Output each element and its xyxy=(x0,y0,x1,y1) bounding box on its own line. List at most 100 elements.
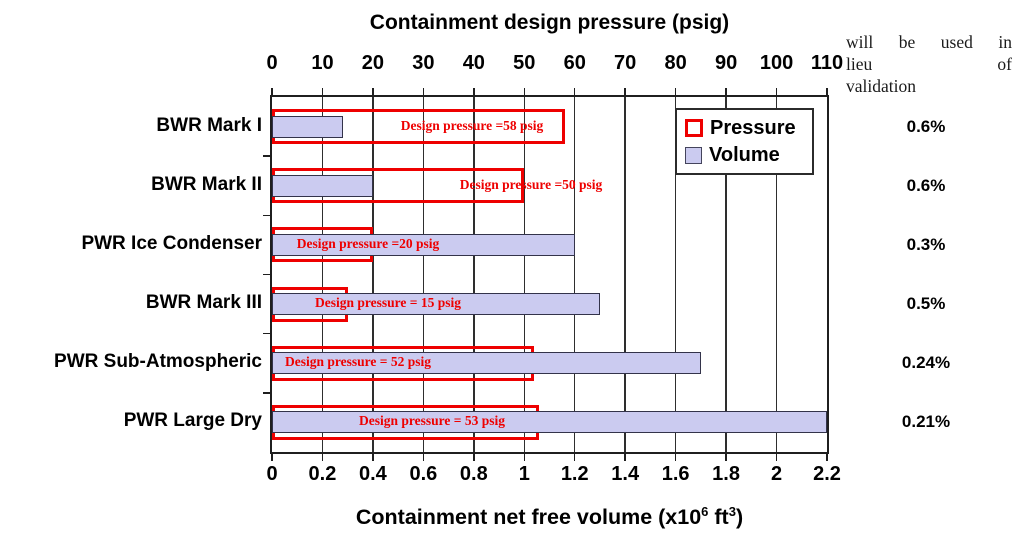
side-text-line: will be used in xyxy=(846,32,1012,52)
top-tick xyxy=(422,88,425,95)
top-tick xyxy=(775,88,778,95)
gridline xyxy=(372,97,374,452)
top-tick xyxy=(674,88,677,95)
left-tick xyxy=(263,332,270,335)
bottom-tick xyxy=(826,454,828,461)
bottom-axis-title-sup6: 6 xyxy=(701,503,709,519)
bottom-axis-tick: 1.2 xyxy=(560,463,589,485)
top-axis-title: Containment design pressure (psig) xyxy=(369,11,730,34)
design-pressure-label: Design pressure = 52 psig xyxy=(285,354,431,370)
pressure-swatch-icon xyxy=(685,118,703,137)
left-tick xyxy=(263,214,270,217)
left-tick xyxy=(263,273,270,276)
bottom-axis-title-text: ft xyxy=(708,505,729,529)
legend-label-volume: Volume xyxy=(709,144,780,167)
percentage-value: 0.6% xyxy=(906,116,946,136)
bottom-tick xyxy=(775,454,778,461)
top-tick xyxy=(321,88,324,95)
bottom-axis-tick: 1.8 xyxy=(712,463,740,485)
bottom-tick xyxy=(473,454,475,461)
bottom-axis-tick: 0.8 xyxy=(459,463,488,485)
gridline xyxy=(573,97,576,452)
side-text-line: lieu of xyxy=(846,54,1012,74)
bottom-axis-title-text: Containment net free volume (x10 xyxy=(355,505,702,529)
design-pressure-label: Design pressure =20 psig xyxy=(296,235,440,251)
percentage-value: 0.5% xyxy=(906,294,946,314)
bottom-axis-tick: 0 xyxy=(266,463,278,485)
category-label: BWR Mark I xyxy=(156,114,262,136)
bottom-tick xyxy=(573,454,576,461)
legend-label-pressure: Pressure xyxy=(710,116,796,139)
bottom-tick xyxy=(725,454,727,461)
design-pressure-label: Design pressure = 53 psig xyxy=(359,413,505,429)
percentage-value: 0.21% xyxy=(901,412,951,432)
top-tick xyxy=(473,88,475,95)
volume-swatch-icon xyxy=(685,146,702,164)
category-label: BWR Mark II xyxy=(151,173,262,195)
top-tick xyxy=(523,88,526,95)
top-tick xyxy=(624,88,626,95)
gridline xyxy=(674,97,677,452)
volume-bar xyxy=(272,411,827,434)
gridline xyxy=(422,97,425,452)
bottom-axis-title-text: ) xyxy=(735,505,744,529)
top-axis-tick: 50 xyxy=(513,52,536,74)
legend: Pressure Volume xyxy=(675,108,814,175)
volume-bar xyxy=(272,115,343,138)
top-tick xyxy=(826,88,828,95)
top-axis-tick: 0 xyxy=(266,52,278,74)
top-axis-tick: 60 xyxy=(563,52,586,74)
bottom-tick xyxy=(674,454,677,461)
top-axis-tick: 70 xyxy=(614,52,637,74)
legend-item-volume: Volume xyxy=(685,145,812,165)
top-axis-tick: 40 xyxy=(462,52,485,74)
top-tick xyxy=(372,88,374,95)
bottom-axis-title: Containment net free volume (x106 ft3) xyxy=(272,505,827,530)
percentage-value: 0.3% xyxy=(906,234,946,254)
bottom-tick xyxy=(372,454,374,461)
left-tick xyxy=(263,392,270,394)
percentage-value: 0.24% xyxy=(901,353,951,373)
side-text-line: validation xyxy=(846,76,916,95)
gridline xyxy=(624,97,626,452)
top-axis-tick: 20 xyxy=(361,52,385,74)
bottom-tick xyxy=(523,454,526,461)
volume-bar xyxy=(272,352,701,375)
bottom-axis-tick: 0.2 xyxy=(308,463,337,485)
design-pressure-label: Design pressure =50 psig xyxy=(459,176,603,192)
category-label: PWR Ice Condenser xyxy=(81,232,262,254)
top-tick xyxy=(271,88,273,95)
gridline xyxy=(523,97,526,452)
bottom-axis-tick: 1.6 xyxy=(661,463,690,485)
gridline xyxy=(321,97,324,452)
category-label: BWR Mark III xyxy=(145,292,262,314)
bottom-axis-tick: 1 xyxy=(518,463,530,485)
category-label: PWR Large Dry xyxy=(123,410,262,432)
bottom-axis-tick: 2.2 xyxy=(813,463,841,485)
top-axis-tick: 90 xyxy=(714,52,738,74)
legend-item-pressure: Pressure xyxy=(685,118,812,138)
top-tick xyxy=(573,88,576,95)
bottom-tick xyxy=(321,454,324,461)
top-axis-tick: 30 xyxy=(412,52,435,74)
bottom-tick xyxy=(422,454,425,461)
design-pressure-label: Design pressure = 15 psig xyxy=(315,295,461,311)
bottom-axis-tick: 2 xyxy=(770,463,783,485)
bottom-axis-tick: 0.6 xyxy=(409,463,438,485)
bottom-axis-title-sup3: 3 xyxy=(728,503,736,519)
document-side-text: will be used in lieu of validation xyxy=(846,31,1012,95)
category-label: PWR Sub-Atmospheric xyxy=(54,351,262,373)
left-tick xyxy=(263,155,270,157)
top-axis-tick: 100 xyxy=(759,52,794,74)
gridline xyxy=(473,97,475,452)
volume-bar xyxy=(272,174,373,197)
percentage-value: 0.6% xyxy=(906,175,946,195)
bottom-axis-tick: 1.4 xyxy=(611,463,640,485)
volume-bar xyxy=(272,233,575,256)
gridline xyxy=(775,97,778,452)
gridline xyxy=(725,97,727,452)
top-axis-tick: 110 xyxy=(810,52,844,74)
top-tick xyxy=(725,88,727,95)
